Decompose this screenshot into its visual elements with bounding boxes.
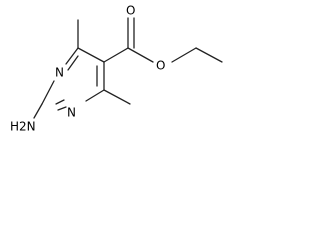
bond-n1-c6-inner [67, 55, 79, 71]
bond-ch2-to-ch3 [195, 47, 223, 63]
atom-o-ether: O [156, 59, 165, 73]
bond-c2-n1 [41, 80, 55, 105]
bond-n3-c2 [57, 106, 67, 111]
atom-n-ring-upper: N [55, 66, 64, 80]
bond-c2-amino [33, 103, 43, 119]
atom-o-carbonyl: O [126, 4, 135, 18]
bond-c4-methyl [103, 89, 131, 105]
bond-n3-c2-inner [55, 99, 65, 105]
bond-n1-c6 [65, 47, 79, 65]
bond-c6-c5 [77, 47, 105, 63]
chemical-structure: N N O O H2N [10, 4, 223, 134]
bond-c4-n3 [85, 89, 105, 102]
bond-ether-o-to-ch2 [171, 47, 197, 63]
bond-c5-carbonyl-carbon [103, 47, 129, 63]
atom-n-ring-lower: N [67, 106, 76, 120]
atom-amino: H2N [10, 120, 36, 134]
bond-carbonyl-to-ether-o [127, 47, 154, 63]
